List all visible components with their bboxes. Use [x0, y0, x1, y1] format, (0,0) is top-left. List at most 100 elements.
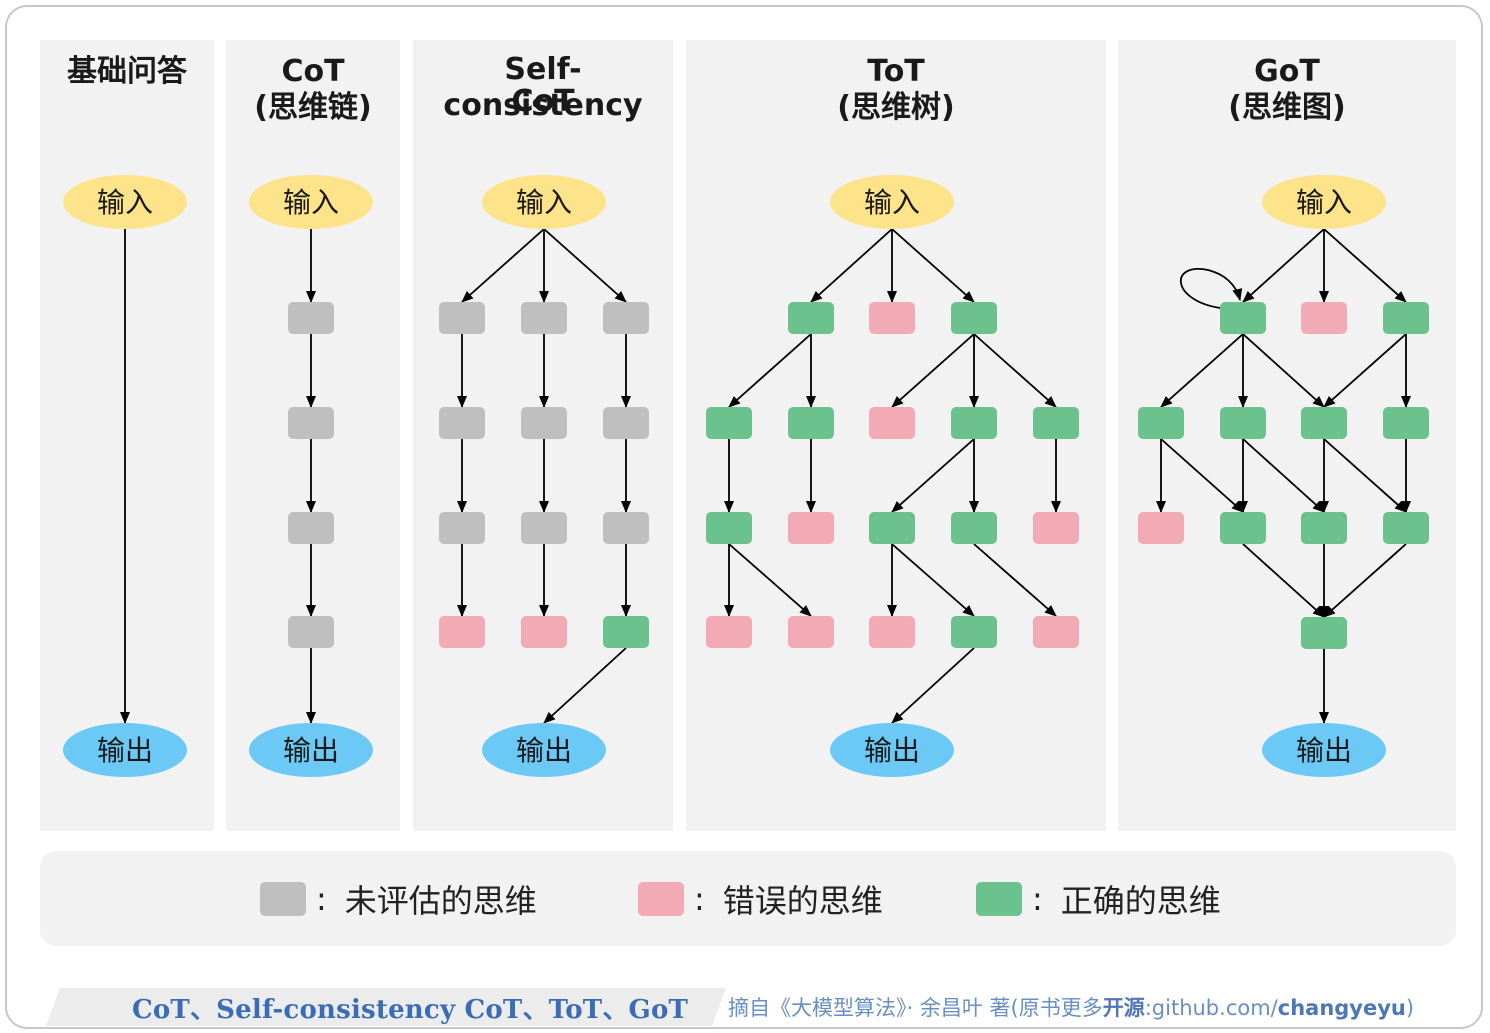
thought-node-unevaluated: [603, 407, 649, 439]
legend-item-correct: : 正确的思维: [976, 851, 1221, 946]
thought-node-correct: [706, 407, 752, 439]
input-node: [249, 175, 373, 229]
output-label: 输出: [864, 734, 920, 767]
legend-colon: :: [1032, 879, 1043, 918]
output-label: 输出: [1296, 734, 1352, 767]
input-label: 输入: [864, 186, 920, 219]
thought-node-wrong: [869, 302, 915, 334]
panel-title: Self-consistency: [443, 52, 643, 123]
legend-swatch: [638, 881, 684, 916]
edge-arrow: [728, 543, 812, 617]
panel-title: 基础问答: [67, 54, 187, 89]
footer-credit: 摘自《大模型算法》· 余昌叶 著(原书更多开源:github.com/chang…: [728, 992, 1414, 1022]
legend-colon: :: [694, 879, 705, 918]
thought-node-correct: [603, 616, 649, 648]
input-node: [1262, 175, 1386, 229]
input-node: [830, 175, 954, 229]
edge-arrow: [973, 543, 1057, 617]
output-node: [830, 723, 954, 777]
output-node: [482, 723, 606, 777]
output-label: 输出: [516, 734, 572, 767]
output-label: 输出: [283, 734, 339, 767]
edge-arrow: [543, 647, 627, 724]
input-node: [482, 175, 606, 229]
thought-node-correct: [1301, 512, 1347, 544]
self-loop-arrow: [1180, 268, 1243, 309]
edge-arrow: [1323, 438, 1407, 513]
edge-arrow: [891, 543, 975, 617]
thought-node-correct: [1383, 302, 1429, 334]
legend: : 未评估的思维 : 错误的思维 : 正确的思维: [40, 851, 1456, 946]
thought-node-wrong: [521, 616, 567, 648]
edge-arrow: [1323, 333, 1407, 408]
thought-node-wrong: [1138, 512, 1184, 544]
thought-node-wrong: [869, 407, 915, 439]
input-label: 输入: [1296, 186, 1352, 219]
footer-title: CoT、Self-consistency CoT、ToT、GoT: [132, 995, 689, 1025]
panel-basic-qa: 基础问答: [40, 40, 214, 831]
thought-node-correct: [706, 512, 752, 544]
thought-node-correct: [1301, 617, 1347, 649]
thought-node-wrong: [1033, 616, 1079, 648]
credit-prefix: 摘自《大模型算法》· 余昌叶 著(原书更多: [728, 996, 1103, 1020]
input-label: 输入: [283, 186, 339, 219]
thought-node-correct: [951, 512, 997, 544]
edge-arrow: [461, 228, 545, 303]
edge-arrow: [891, 438, 975, 513]
thought-node-unevaluated: [521, 407, 567, 439]
thought-node-correct: [951, 616, 997, 648]
edge-arrow: [1323, 228, 1407, 303]
footer-title-banner: CoT、Self-consistency CoT、ToT、GoT: [46, 986, 726, 1028]
panel-subtitle: (思维链): [254, 90, 372, 125]
panel-title: ToT: [867, 54, 925, 89]
thought-node-correct: [951, 407, 997, 439]
thought-node-unevaluated: [603, 302, 649, 334]
edge-arrow: [891, 228, 975, 303]
thought-node-unevaluated: [288, 407, 334, 439]
thought-node-unevaluated: [288, 616, 334, 648]
edge-arrow: [728, 333, 812, 408]
edge-arrow: [543, 228, 627, 303]
thought-node-correct: [1301, 407, 1347, 439]
legend-item-unevaluated: : 未评估的思维: [260, 851, 537, 946]
edges: [120, 228, 1411, 724]
legend-label: 未评估的思维: [344, 881, 537, 920]
edge-arrow: [1242, 333, 1325, 408]
input-node: [63, 175, 187, 229]
thought-node-wrong: [1301, 302, 1347, 334]
input-label: 输入: [97, 186, 153, 219]
credit-suffix: ): [1405, 996, 1415, 1020]
output-node: [249, 723, 373, 777]
thought-node-correct: [1220, 407, 1266, 439]
edge-arrow: [1323, 543, 1407, 618]
thought-node-wrong: [1033, 512, 1079, 544]
thought-node-correct: [1138, 407, 1184, 439]
thought-node-unevaluated: [439, 302, 485, 334]
thought-node-correct: [788, 302, 834, 334]
legend-item-wrong: : 错误的思维: [638, 851, 883, 946]
thought-node-wrong: [788, 616, 834, 648]
thought-node-wrong: [869, 616, 915, 648]
thought-node-unevaluated: [288, 512, 334, 544]
thought-node-correct: [1383, 512, 1429, 544]
panel-title: GoT: [1254, 54, 1320, 89]
credit-bold: 开源: [1102, 996, 1145, 1020]
thought-node-correct: [1033, 407, 1079, 439]
credit-repo: changyeyu: [1277, 996, 1406, 1020]
output-label: 输出: [97, 734, 153, 767]
input-label: 输入: [516, 186, 572, 219]
panel-subtitle: (思维树): [837, 90, 955, 125]
thought-node-unevaluated: [288, 302, 334, 334]
edge-arrow: [810, 228, 893, 303]
footer-banner-shape: [46, 988, 726, 1026]
legend-swatch: [976, 881, 1022, 916]
thought-node-wrong: [439, 616, 485, 648]
thought-node-correct: [951, 302, 997, 334]
legend-label: 正确的思维: [1060, 881, 1221, 920]
edge-arrow: [1160, 438, 1244, 513]
panel-subtitle: CoT: [511, 84, 575, 119]
output-node: [63, 723, 187, 777]
edge-arrow: [1242, 228, 1325, 303]
